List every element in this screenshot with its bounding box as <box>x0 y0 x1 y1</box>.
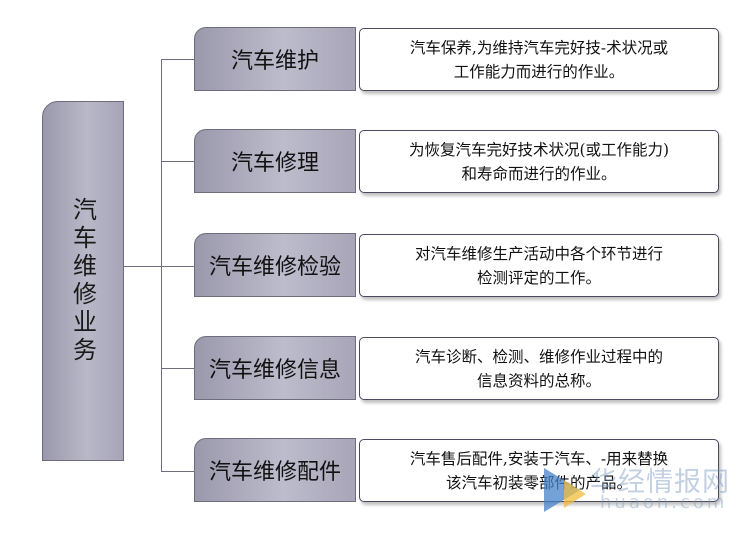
description-box-parts: 汽车售后配件,安装于汽车、-用来替换 该汽车初装零部件的产品。 <box>359 439 719 502</box>
connector-root-horizontal <box>124 266 162 267</box>
root-label: 汽车维修业务 <box>68 197 97 365</box>
category-label: 汽车维修信息 <box>208 358 341 383</box>
description-line: 汽车售后配件,安装于汽车、-用来替换 <box>409 449 669 468</box>
connector-trunk <box>161 59 162 471</box>
description-line: 信息资料的总称。 <box>476 371 601 390</box>
category-node-maintenance: 汽车维护 <box>194 27 356 91</box>
description-box-maintenance: 汽车保养,为维持汽车完好技-术状况或 工作能力而进行的作业。 <box>359 28 719 91</box>
connector-branch-3 <box>161 266 194 267</box>
description-line: 该汽车初装零部件的产品。 <box>445 473 632 492</box>
category-label: 汽车维修配件 <box>208 460 341 485</box>
description-box-information: 汽车诊断、检测、维修作业过程中的 信息资料的总称。 <box>359 337 719 400</box>
description-line: 汽车诊断、检测、维修作业过程中的 <box>414 347 663 366</box>
description-line: 汽车保养,为维持汽车完好技-术状况或 <box>409 38 669 57</box>
category-node-parts: 汽车维修配件 <box>194 438 356 502</box>
category-label: 汽车修理 <box>230 151 319 176</box>
connector-branch-1 <box>161 59 194 60</box>
description-line: 工作能力而进行的作业。 <box>453 62 625 81</box>
description-box-repair: 为恢复汽车完好技术状况(或工作能力) 和寿命而进行的作业。 <box>359 130 719 193</box>
category-label: 汽车维护 <box>230 49 319 74</box>
description-line: 对汽车维修生产活动中各个环节进行 <box>414 244 663 263</box>
category-label: 汽车维修检验 <box>208 255 341 280</box>
category-node-repair: 汽车修理 <box>194 129 356 193</box>
category-node-information: 汽车维修信息 <box>194 336 356 400</box>
description-line: 为恢复汽车完好技术状况(或工作能力) <box>408 140 670 159</box>
description-box-inspection: 对汽车维修生产活动中各个环节进行 检测评定的工作。 <box>359 234 719 297</box>
root-node: 汽车维修业务 <box>42 101 124 461</box>
connector-branch-5 <box>161 471 194 472</box>
description-line: 和寿命而进行的作业。 <box>461 164 617 183</box>
connector-branch-2 <box>161 161 194 162</box>
connector-branch-4 <box>161 368 194 369</box>
description-line: 检测评定的工作。 <box>476 268 601 287</box>
category-node-inspection: 汽车维修检验 <box>194 233 356 297</box>
